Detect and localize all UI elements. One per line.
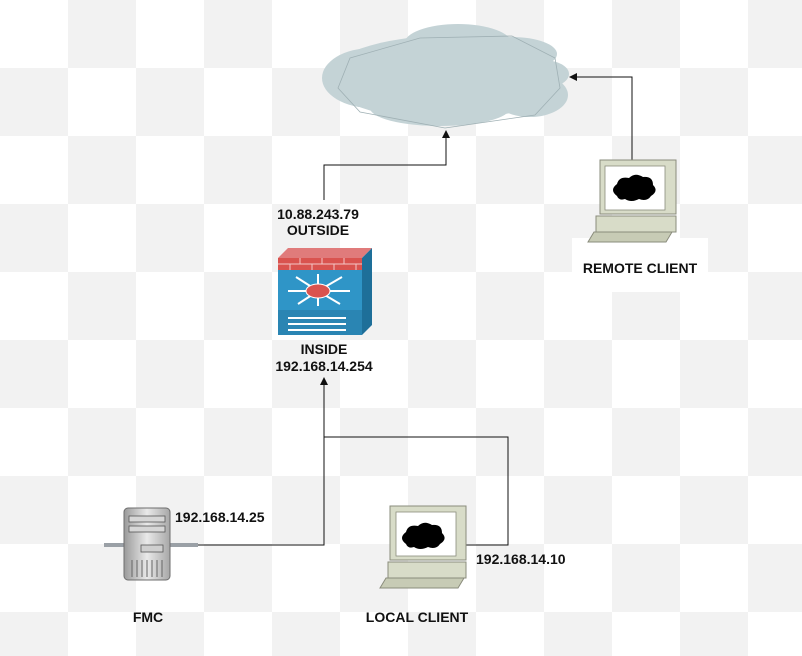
local-client-ip-label: 192.168.14.10 — [476, 551, 566, 567]
firewall-inside-label: INSIDE — [300, 341, 348, 357]
local-client-label: LOCAL CLIENT — [365, 609, 469, 625]
remote-client-computer-icon — [572, 159, 708, 292]
link-remote-client-to-cloud — [569, 73, 633, 160]
link-fmc-to-firewall — [198, 377, 328, 546]
link-local-client-to-switch — [324, 436, 509, 546]
firewall-outside-ip-label: 10.88.243.79 — [277, 206, 359, 222]
connectors — [198, 73, 633, 546]
fmc-ip-label: 192.168.14.25 — [175, 509, 265, 525]
fmc-server-icon — [104, 507, 198, 581]
firewall-icon — [278, 248, 372, 335]
fmc-label: FMC — [132, 609, 164, 625]
firewall-inside-ip-label: 192.168.14.254 — [275, 358, 373, 374]
remote-client-label: REMOTE CLIENT — [582, 260, 698, 276]
local-client-computer-icon — [379, 505, 467, 589]
internet-cloud-icon — [322, 24, 569, 129]
firewall-outside-label: OUTSIDE — [286, 222, 350, 238]
link-firewall-to-cloud — [323, 130, 450, 200]
